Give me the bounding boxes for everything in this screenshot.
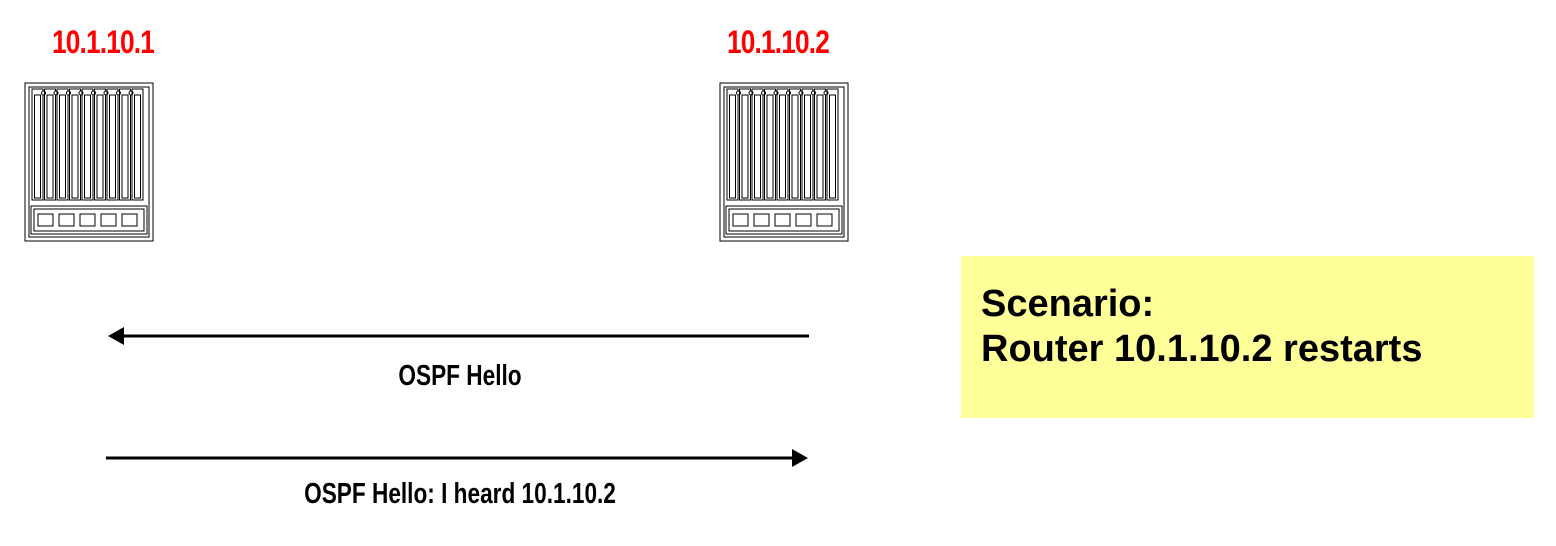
message-label-hello: OSPF Hello	[398, 360, 522, 392]
router-chassis-icon	[24, 82, 154, 242]
router-label-left: 10.1.10.1	[52, 24, 155, 60]
router-label-right: 10.1.10.2	[727, 24, 830, 60]
message-label-hello-heard: OSPF Hello: I heard 10.1.10.2	[304, 478, 616, 510]
arrow-left-icon	[108, 327, 809, 345]
scenario-title: Scenario:	[981, 283, 1155, 325]
router-chassis-icon	[719, 82, 849, 242]
arrow-right-icon	[106, 449, 808, 467]
scenario-box: Scenario: Router 10.1.10.2 restarts	[961, 256, 1534, 418]
scenario-text: Router 10.1.10.2 restarts	[981, 328, 1423, 370]
